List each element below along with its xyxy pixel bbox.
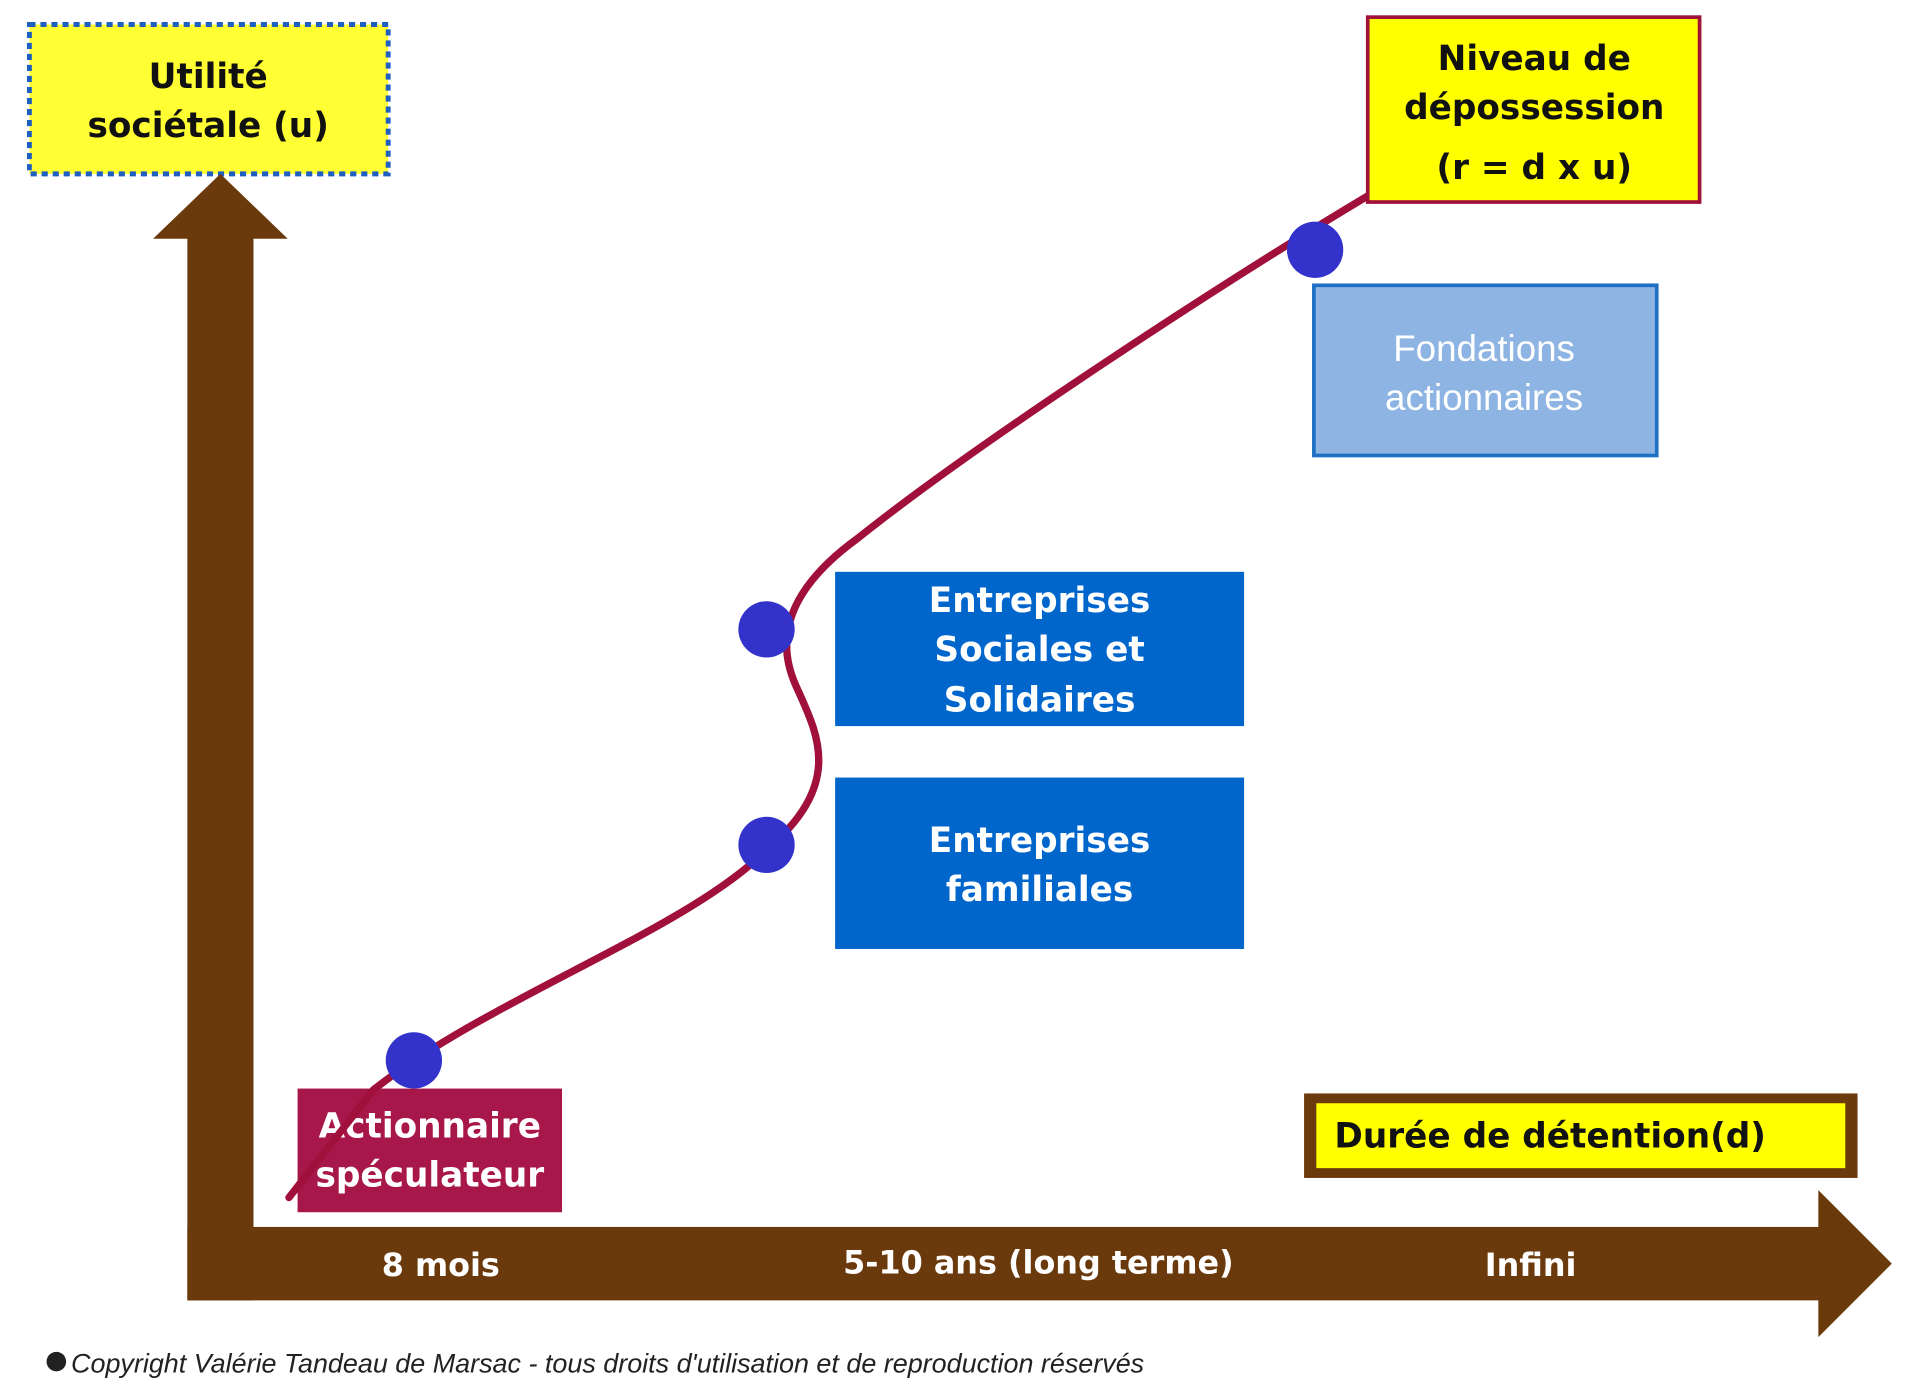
point-familiales <box>738 816 795 874</box>
x-tick-5-10-ans: 5-10 ans (long terme) <box>843 1243 1234 1281</box>
svg-text:Entreprises: Entreprises <box>929 821 1151 861</box>
y-axis-label-line2: sociétale (u) <box>87 106 328 146</box>
y-axis-label-box: Utilité sociétale (u) <box>26 22 391 177</box>
point-speculateur <box>385 1032 443 1089</box>
copyright-text: Copyright Valérie Tandeau de Marsac - to… <box>71 1349 1144 1379</box>
x-axis-label-box: Durée de détention(d) <box>1304 1093 1858 1178</box>
y-axis-label-line1: Utilité <box>149 57 268 97</box>
copyright-icon <box>46 1351 67 1372</box>
x-tick-8-mois: 8 mois <box>382 1246 500 1284</box>
svg-text:spéculateur: spéculateur <box>315 1156 544 1196</box>
box-entreprises-sociales-solidaires: Entreprises Sociales et Solidaires <box>835 571 1245 727</box>
svg-text:Entreprises: Entreprises <box>929 581 1151 621</box>
y-axis-arrow <box>153 173 288 1301</box>
svg-text:familiales: familiales <box>946 870 1133 910</box>
svg-text:dépossession: dépossession <box>1404 88 1664 128</box>
svg-text:actionnaires: actionnaires <box>1385 377 1583 418</box>
svg-text:Niveau de: Niveau de <box>1438 39 1631 79</box>
svg-text:Fondations: Fondations <box>1393 328 1575 369</box>
box-fondations-actionnaires: Fondations actionnaires <box>1312 283 1659 458</box>
dispossession-curve <box>285 192 1372 1202</box>
svg-text:Solidaires: Solidaires <box>944 680 1136 720</box>
point-fondations <box>1286 221 1344 278</box>
point-sociales <box>738 601 795 658</box>
x-axis-arrow <box>187 1190 1892 1338</box>
box-actionnaire-speculateur: Actionnaire spéculateur <box>297 1088 563 1213</box>
curve-label-box: Niveau de dépossession (r = d x u) <box>1365 15 1702 204</box>
box-entreprises-familiales: Entreprises familiales <box>835 777 1245 949</box>
x-axis-label: Durée de détention(d) <box>1334 1116 1766 1156</box>
copyright: Copyright Valérie Tandeau de Marsac - to… <box>46 1349 1144 1379</box>
svg-text:(r = d x u): (r = d x u) <box>1436 148 1632 188</box>
svg-text:Sociales et: Sociales et <box>934 630 1144 670</box>
x-tick-infini: Infini <box>1485 1246 1577 1284</box>
